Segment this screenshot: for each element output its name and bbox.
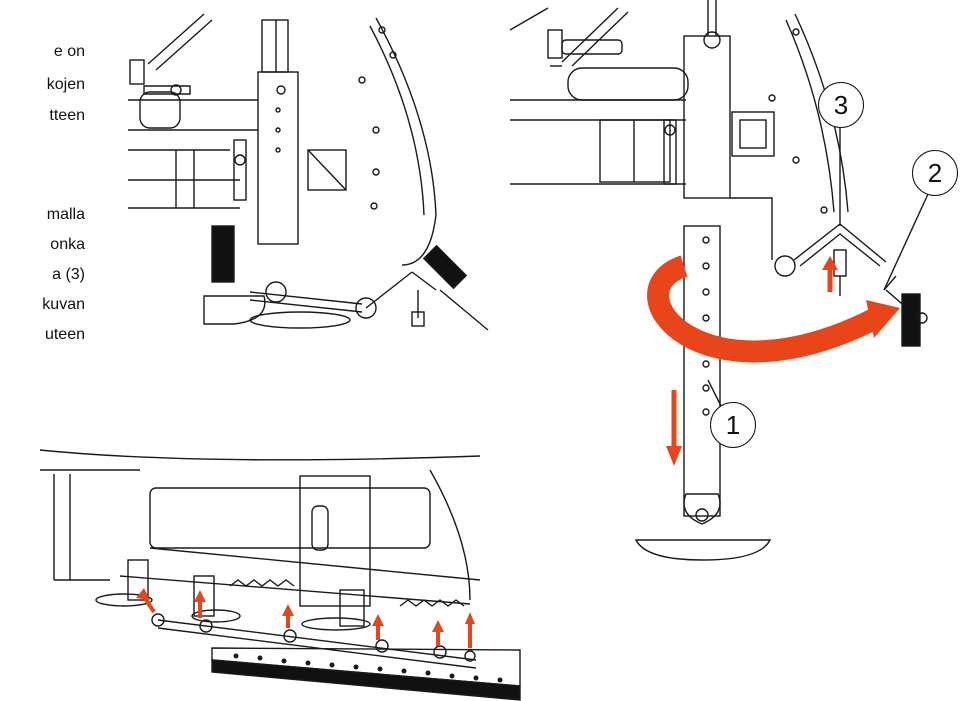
drawing-top-left xyxy=(128,13,489,331)
orange-arrows-bottom xyxy=(136,588,475,648)
orange-arrows-top-right xyxy=(647,255,900,466)
callout-1: 1 xyxy=(710,402,756,448)
text-para2-line1: malla xyxy=(46,206,85,223)
callout-3: 3 xyxy=(818,82,864,128)
text-para2-line4: kuvan xyxy=(42,296,85,313)
callout-2: 2 xyxy=(912,150,958,196)
drawing-bottom xyxy=(39,449,521,701)
text-para1-line3: tteen xyxy=(49,107,85,124)
text-para2-line5: uteen xyxy=(44,326,85,343)
text-para2-line3: a (3) xyxy=(52,266,85,283)
text-para1-line1: e on xyxy=(53,43,85,60)
drawing-top-right xyxy=(509,0,929,561)
text-para1-line2: kojen xyxy=(46,76,85,93)
text-para2-line2: onka xyxy=(50,236,85,253)
